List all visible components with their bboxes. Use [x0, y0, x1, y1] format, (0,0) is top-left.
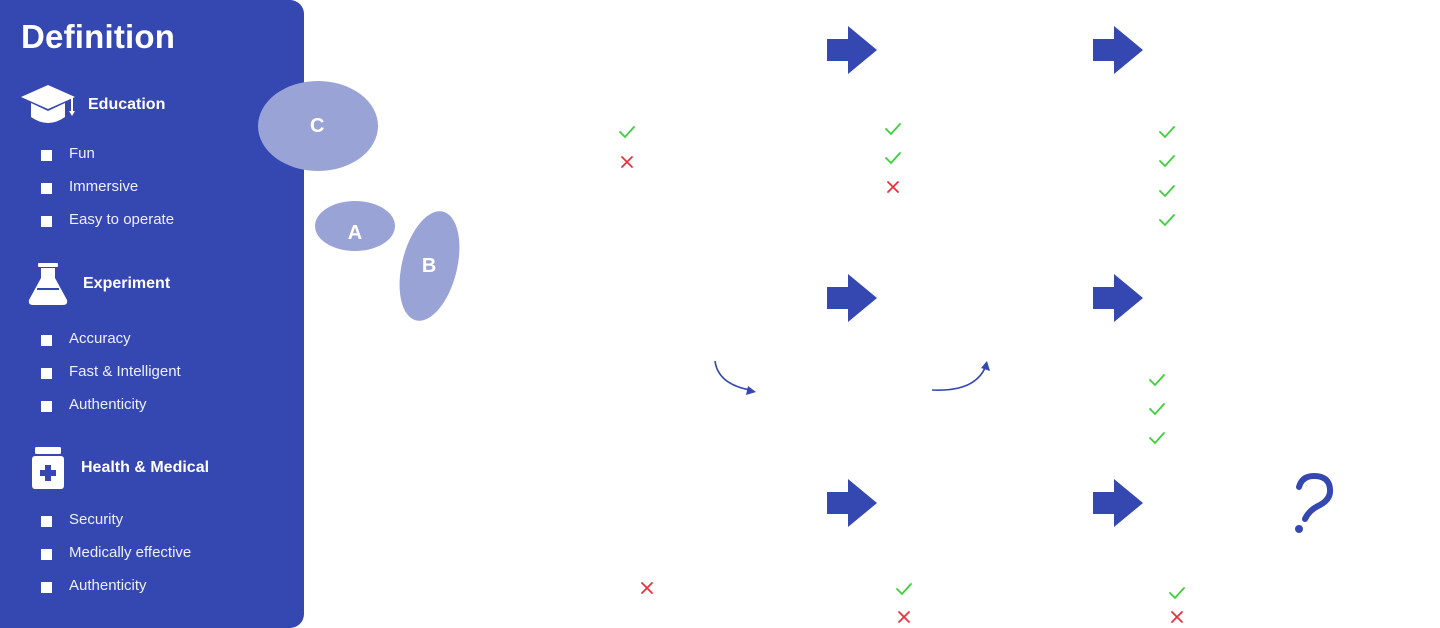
check-icon [896, 583, 912, 596]
bubble-c: C [258, 81, 378, 171]
section-title-education: Education [88, 96, 166, 113]
check-icon [1149, 432, 1165, 445]
section-title-health-medical: Health & Medical [81, 459, 210, 476]
cross-icon [898, 611, 910, 623]
medicine-bottle-icon [32, 447, 64, 489]
flask-icon [28, 263, 68, 305]
question-mark-icon [1295, 472, 1334, 533]
right-arrow-icon [827, 26, 877, 74]
panel-title: Definition [21, 18, 176, 55]
check-icon [1169, 587, 1185, 600]
bullet-square-icon [41, 548, 52, 560]
bullet-square-icon [41, 400, 52, 412]
bullet-square-icon [41, 367, 52, 379]
list-item: Immersive [41, 176, 138, 196]
section-title-experiment: Experiment [83, 275, 171, 292]
curved-arrow-down-icon [714, 360, 756, 395]
list-item: Security [41, 509, 123, 529]
list-item: Authenticity [41, 575, 147, 595]
check-icon [1159, 155, 1175, 168]
list-item: Authenticity [41, 394, 147, 414]
curved-arrow-up-icon [931, 361, 990, 391]
check-icon [1159, 213, 1175, 227]
cross-icon [887, 181, 899, 193]
check-icon [1149, 374, 1165, 387]
check-icon [885, 123, 901, 136]
right-arrow-icon [1093, 274, 1143, 322]
bullet-square-icon [41, 581, 52, 593]
bullet-square-icon [41, 515, 52, 527]
definition-panel: Definition Education Fun Immersive Easy … [0, 0, 304, 628]
list-item: Accuracy [41, 328, 131, 348]
bubble-b: B [389, 205, 470, 327]
check-icon [1159, 126, 1175, 139]
check-icon [885, 152, 901, 165]
list-item: Medically effective [41, 542, 191, 562]
check-icon [1159, 184, 1175, 197]
list-item: Fast & Intelligent [41, 361, 181, 381]
right-arrow-icon [827, 479, 877, 527]
bullet-square-icon [41, 215, 52, 227]
bullet-square-icon [41, 149, 52, 161]
bullet-square-icon [41, 182, 52, 194]
right-arrow-icon [1093, 479, 1143, 527]
bubble-a: A [315, 201, 395, 251]
list-item: Easy to operate [41, 209, 174, 229]
cross-icon [621, 156, 633, 168]
right-arrow-icon [827, 274, 877, 322]
graduation-cap-icon [21, 85, 75, 123]
list-item: Fun [41, 143, 95, 163]
check-icon [619, 126, 635, 139]
right-arrow-icon [1093, 26, 1143, 74]
check-icon [1149, 403, 1165, 416]
cross-icon [641, 582, 653, 594]
cross-icon [1171, 611, 1183, 623]
bullet-square-icon [41, 334, 52, 346]
